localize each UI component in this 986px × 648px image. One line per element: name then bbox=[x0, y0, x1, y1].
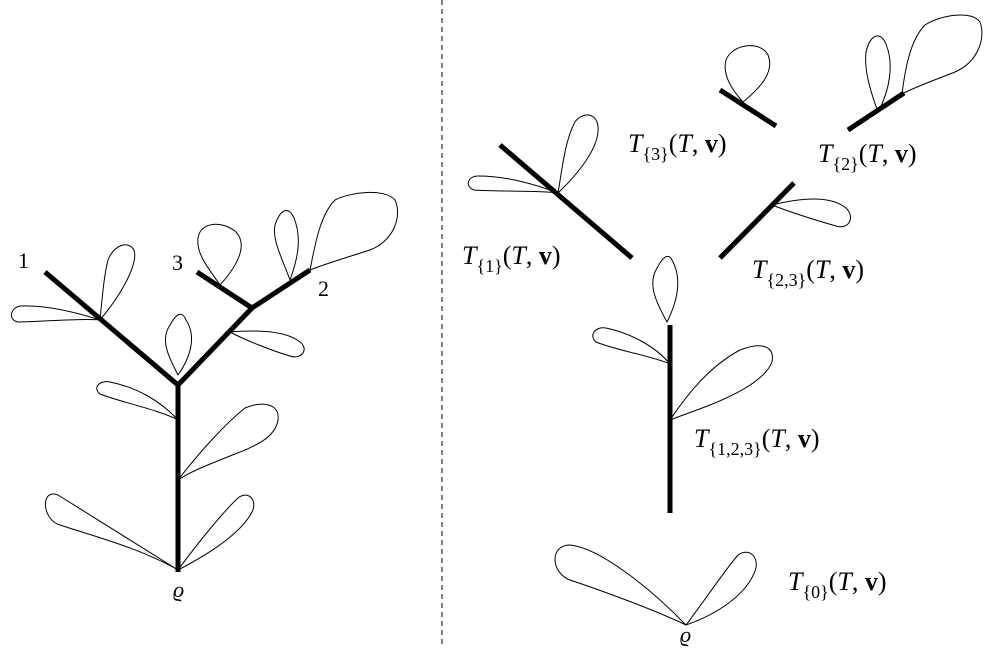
petal-branch1-left bbox=[11, 305, 101, 323]
piece-t123-petal-left bbox=[592, 327, 671, 365]
piece-t2-petal-b bbox=[901, 14, 983, 95]
piece-t3-petal bbox=[724, 45, 771, 103]
edge-to-leaf-1 bbox=[43, 270, 180, 387]
edge-to-leaf-2 bbox=[250, 267, 312, 311]
root-label-right: ϱ bbox=[680, 622, 691, 647]
root-label-left: ϱ bbox=[173, 577, 184, 602]
piece-t1-edge bbox=[498, 143, 634, 260]
label-t23: T{2,3}(T, v) bbox=[752, 255, 864, 290]
piece-t123-petal-top bbox=[652, 255, 679, 323]
piece-t1-petal-up bbox=[557, 114, 599, 194]
piece-t0-petal-right bbox=[685, 551, 757, 626]
petal-fork bbox=[165, 313, 193, 376]
piece-t123 bbox=[592, 255, 773, 513]
piece-t23 bbox=[718, 181, 851, 260]
label-t2: T{2}(T, v) bbox=[818, 139, 917, 174]
petal-branch2-a bbox=[273, 210, 299, 281]
label-t123: T{1,2,3}(T, v) bbox=[694, 424, 820, 459]
piece-t0-petal-left bbox=[554, 544, 687, 626]
label-t0: T{0}(T, v) bbox=[788, 567, 887, 602]
left-tree-spines bbox=[43, 267, 312, 572]
label-t1: T{1}(T, v) bbox=[462, 241, 561, 276]
piece-t2 bbox=[846, 14, 983, 133]
petal-trunk-top bbox=[96, 381, 179, 421]
piece-t123-petal-right bbox=[669, 345, 773, 421]
piece-t1-petal-left bbox=[467, 175, 559, 194]
petal-leaf3 bbox=[197, 223, 242, 286]
piece-t2-edge bbox=[846, 90, 906, 133]
leaf-label-2: 2 bbox=[318, 276, 329, 301]
piece-t2-petal-a bbox=[865, 35, 891, 113]
petal-junction-lower bbox=[229, 330, 305, 358]
petal-trunk-mid bbox=[177, 403, 279, 481]
leaf-label-3: 3 bbox=[172, 250, 183, 275]
left-tree-petals bbox=[11, 191, 399, 571]
petal-root-right bbox=[177, 494, 255, 571]
edge-to-leaf-3 bbox=[195, 269, 254, 311]
leaf-label-1: 1 bbox=[18, 248, 29, 273]
piece-t23-petal bbox=[771, 198, 851, 228]
petal-root-left bbox=[45, 493, 179, 571]
label-t3: T{3}(T, v) bbox=[628, 129, 727, 164]
petal-branch2-b bbox=[309, 191, 399, 271]
piece-t3-edge bbox=[718, 87, 778, 129]
edge-to-branch-23 bbox=[176, 306, 254, 387]
piece-t3 bbox=[718, 45, 778, 129]
piece-t1 bbox=[467, 114, 634, 260]
piece-t23-edge bbox=[718, 181, 796, 260]
right-tree: ϱ T{3}(T, v) T{2}(T, v) T{1}(T, v) T{2,3… bbox=[462, 14, 983, 647]
petal-branch1-up bbox=[99, 244, 136, 321]
left-tree: 1 3 2 ϱ bbox=[11, 191, 399, 602]
piece-t0: ϱ bbox=[554, 544, 757, 647]
